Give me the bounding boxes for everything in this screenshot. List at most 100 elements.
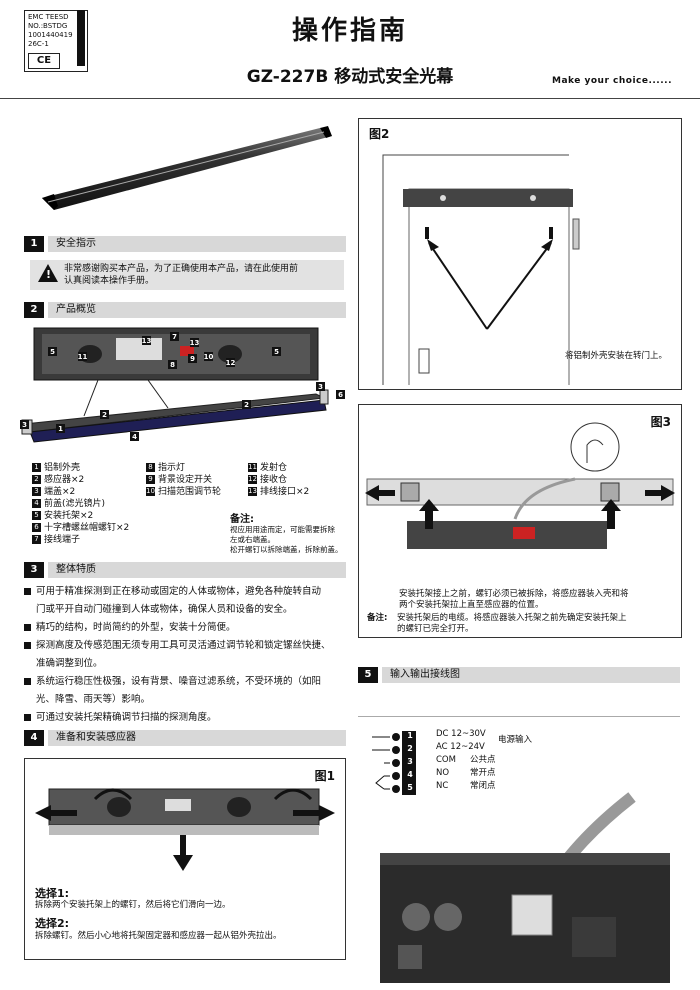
figure-3: 图3 安装托架接上之前，螺钉必须已被拆除，将感应器装入壳和将 两个安装托架拉上直…	[358, 404, 682, 638]
callout-8: 8	[170, 361, 175, 369]
fig1-choice2-title: 选择2:	[35, 917, 70, 930]
figure-2: 图2 将铝制外壳安装在转门上。	[358, 118, 682, 390]
remark-title: 备注:	[230, 514, 254, 525]
callout-1: 1	[58, 425, 63, 433]
section-4-title: 准备和安装感应器	[48, 730, 346, 746]
wiring-nc: NC	[436, 781, 449, 791]
label-black-bar	[77, 10, 85, 66]
label-line-2: NO.:BSTDG	[28, 22, 68, 30]
product-illustration	[42, 126, 332, 210]
warning-box: ! 非常感谢购买本产品，为了正确使用本产品，请在此使用前 认真阅读本操作手册。	[30, 260, 344, 290]
fig1-choice1-text: 拆除两个安装托架上的螺钉，然后将它们滑向一边。	[35, 900, 231, 910]
section-5-number: 5	[358, 667, 378, 683]
feature-line: 精巧的结构，时尚简约的外型，安装十分简便。	[24, 619, 354, 637]
callout-13a: 13	[142, 337, 152, 345]
fig3-illustration	[365, 422, 675, 549]
wiring-photo	[380, 792, 670, 983]
callout-2a: 2	[102, 411, 107, 419]
feature-line: 可用于精准探测到正在移动或固定的人体或物体，避免各种旋转自动	[24, 583, 354, 601]
section-3-header: 3 整体特质	[24, 562, 346, 578]
remark-line-1: 视应用用途而定，可能需要拆除	[230, 525, 335, 534]
figure-1: 图1 选择1: 拆除两个安装托架上的螺钉，然后将它们滑向一边。 选择2: 拆除螺…	[24, 758, 346, 960]
fig3-note-2: 的螺钉已完全打开。	[397, 624, 474, 634]
feature-line: 门或平开自动门碰撞到人体或物体，确保人员和设备的安全。	[36, 604, 293, 615]
callout-5a: 5	[50, 348, 55, 356]
remark-line-2: 左或右端盖。	[230, 535, 275, 544]
warning-icon: !	[38, 264, 58, 282]
callout-12: 12	[226, 359, 236, 367]
callout-4: 4	[132, 433, 137, 441]
wiring-nc-cn: 常闭点	[470, 781, 496, 791]
callout-5b: 5	[274, 348, 279, 356]
callout-6: 6	[338, 391, 343, 399]
feature-line: 探测高度及传感范围无须专用工具可灵活通过调节轮和锁定镙丝快捷、	[24, 637, 354, 655]
section-4-number: 4	[24, 730, 44, 746]
fig1-label: 图1	[314, 769, 335, 783]
section-1-number: 1	[24, 236, 44, 252]
wiring-no: NO	[436, 768, 450, 778]
section-1-title: 安全指示	[48, 236, 346, 252]
feature-line: 可通过安装托架精确调节扫描的探测角度。	[24, 709, 354, 727]
callout-10: 10	[204, 353, 214, 361]
callout-13b: 13	[190, 339, 200, 347]
page-subtitle: GZ-227B 移动式安全光幕	[246, 67, 454, 87]
callout-7: 7	[172, 333, 177, 341]
slogan: Make your choice......	[551, 76, 672, 86]
fig1-illustration	[35, 788, 335, 871]
section-3-number: 3	[24, 562, 44, 578]
ce-mark: CE	[28, 53, 60, 69]
features-list: 可用于精准探测到正在移动或固定的人体或物体，避免各种旋转自动 门或平开自动门碰撞…	[24, 583, 354, 727]
label-line-4: 26C-1	[28, 40, 49, 48]
fig3-text-2: 两个安装托架拉上直至感应器的位置。	[399, 600, 544, 610]
section-2-header: 2 产品概览	[24, 302, 346, 318]
fig3-note-1: 安装托架后的电缆。将感应器装入托架之前先确定安装托架上	[397, 613, 627, 623]
fig3-label: 图3	[650, 415, 671, 429]
fig1-choice2-text: 拆除螺钉。然后小心地将托架固定器和感应器一起从铝外壳拉出。	[35, 931, 282, 941]
fig3-note-title: 备注:	[367, 613, 388, 623]
label-line-3: 1001440419	[28, 31, 73, 39]
fig2-label: 图2	[369, 127, 390, 141]
feature-line: 光、降雪、雨天等）影响。	[36, 694, 151, 705]
product-label: EMC TEESD NO.:BSTDG 1001440419 26C-1 CE	[24, 10, 88, 72]
callout-2b: 2	[244, 401, 249, 409]
callout-3b: 3	[22, 421, 27, 429]
section-2-title: 产品概览	[48, 302, 346, 318]
section-5-header: 5 输入输出接线图	[358, 667, 680, 683]
warning-line-2: 认真阅读本操作手册。	[64, 276, 155, 286]
section-2-number: 2	[24, 302, 44, 318]
terminal-block-icon	[372, 731, 416, 795]
overview-diagram: 5 11 13 7 13 8 9 10 12 5 2 2 3 6 3 1 4	[20, 327, 345, 443]
fig2-illustration	[382, 154, 580, 385]
section-1-header: 1 安全指示	[24, 236, 346, 252]
section-5-title: 输入输出接线图	[382, 667, 680, 683]
header-divider	[0, 98, 700, 99]
feature-line: 准确调整到位。	[36, 658, 103, 669]
wiring-ac: AC 12~24V	[436, 742, 485, 752]
fig1-choice1-title: 选择1:	[35, 887, 70, 900]
wiring-com-cn: 公共点	[470, 755, 496, 765]
wiring-com: COM	[436, 755, 456, 765]
wiring-dc: DC 12~30V	[436, 729, 486, 739]
remark-line-3: 松开螺钉以拆除端盖，拆除前盖。	[230, 545, 343, 554]
callout-11: 11	[78, 353, 88, 361]
wiring-power: 电源输入	[498, 735, 533, 745]
remark: 备注: 视应用用途而定，可能需要拆除 左或右端盖。 松开螺钉以拆除端盖，拆除前盖…	[230, 510, 343, 555]
wiring-no-cn: 常开点	[470, 768, 496, 778]
